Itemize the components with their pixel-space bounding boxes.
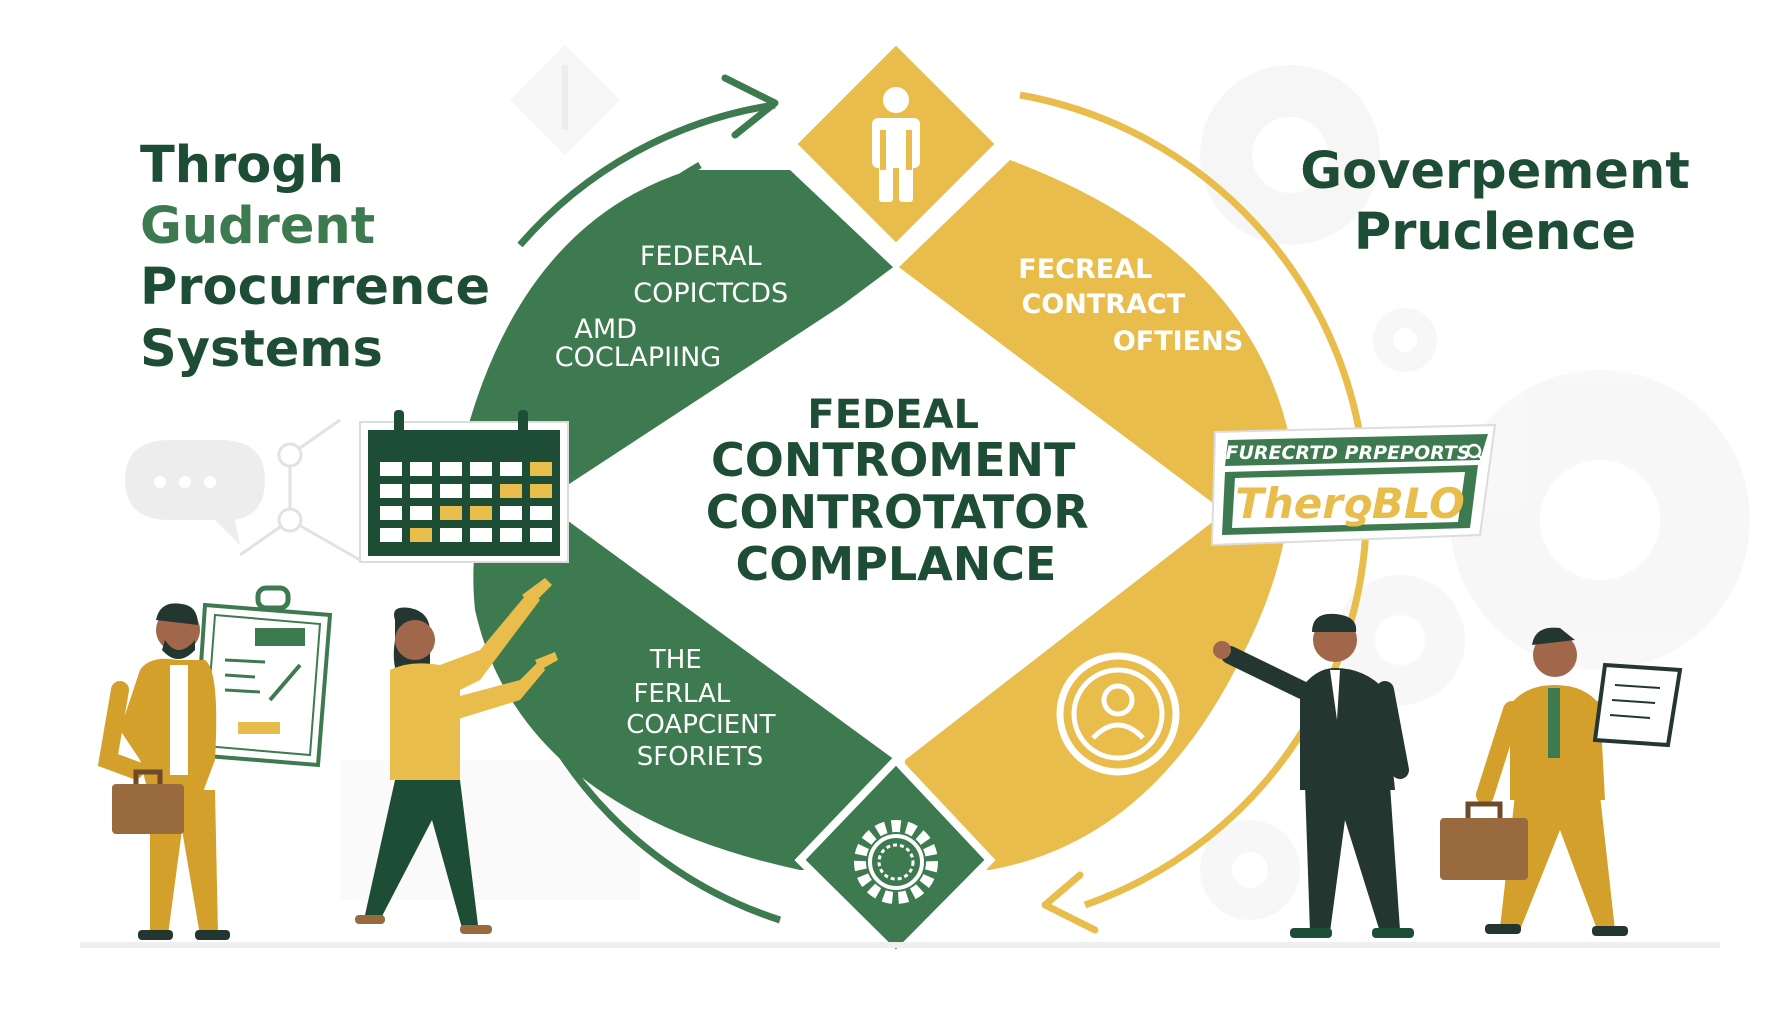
calendar-cell (410, 506, 432, 520)
person-man-tablet (1440, 627, 1683, 936)
calendar-cell (380, 506, 402, 520)
background-gear-icon (1335, 575, 1465, 705)
signboard (1210, 423, 1497, 547)
briefcase-icon (1440, 801, 1528, 880)
calendar-cell (470, 528, 492, 542)
sign-top-text: FURECRTD PRPEPORTS (1225, 442, 1470, 464)
calendar-cell (500, 484, 522, 498)
calendar-cell (470, 484, 492, 498)
calendar-cell (530, 506, 552, 520)
tablet-icon (1592, 662, 1683, 748)
calendar-cell (530, 528, 552, 542)
search-icon (1466, 443, 1484, 461)
bottom-diamond (794, 754, 996, 961)
calendar-cell (440, 484, 462, 498)
network-icon (239, 418, 361, 562)
user-circle-icon (1056, 652, 1180, 776)
sign-bottom-text: TherƍBLO (1235, 479, 1465, 528)
background-decorations (340, 45, 1750, 920)
calendar-cell (410, 528, 432, 542)
person-man-mustard (97, 585, 333, 940)
segment-top-right-text: FECREAL CONTRACT OFTIENS (1018, 254, 1243, 357)
left-title-line: Systems (140, 319, 383, 379)
center-diamond (565, 265, 1225, 760)
left-title-line: Gudrent (140, 197, 376, 257)
background-gear-icon (1200, 820, 1300, 920)
person-man-suit (1213, 613, 1414, 938)
segment-bottom-left (473, 515, 900, 870)
center-title: FEDEAL CONTROMENT CONTROTATOR COMPLANCE (706, 392, 1095, 591)
background-gear-icon (1200, 65, 1380, 245)
calendar-cell (470, 506, 492, 520)
left-title: Throgh Gudrent Procurrence Systems (140, 135, 490, 380)
briefcase-icon (112, 769, 184, 834)
left-title-line: Throgh (140, 136, 345, 195)
right-title: Goverpement Pruclence (1280, 141, 1710, 263)
background-gear-icon (1373, 308, 1437, 372)
segment-bottom-left-text: THE FERLAL COAPCIENT SFORIETS (626, 645, 783, 772)
arrowhead-yellow (1041, 871, 1099, 934)
gear-icon (854, 820, 938, 904)
calendar-icon (359, 410, 569, 563)
segment-top-left (465, 170, 896, 490)
calendar-cell (500, 462, 522, 476)
calendar-cell (500, 528, 522, 542)
calendar-cell (470, 462, 492, 476)
calendar-cell (410, 462, 432, 476)
background-gear-icon (1450, 370, 1750, 670)
segment-top-right (896, 160, 1292, 505)
person-woman (355, 578, 558, 934)
top-diamond (786, 34, 1006, 254)
right-title-line: Goverpement (1300, 142, 1690, 201)
calendar-cell (440, 462, 462, 476)
left-title-line: Procurrence (140, 258, 491, 318)
calendar-cell (440, 506, 462, 520)
calendar-cell (380, 484, 402, 498)
calendar-cell (410, 484, 432, 498)
segment-top-left-text: FEDERAL COPICTCDS AMD COCLAPIING (555, 241, 797, 373)
calendar-cell (440, 528, 462, 542)
arrowhead-green (721, 74, 779, 139)
right-title-line: Pruclence (1353, 203, 1637, 263)
chat-bubble-icon (125, 440, 265, 545)
calendar-cell (530, 462, 552, 476)
segment-bottom-right (900, 520, 1285, 870)
cycle-arrow-green-top (517, 101, 776, 248)
calendar-cell (380, 462, 402, 476)
calendar-cell (530, 484, 552, 498)
calendar-cell (500, 506, 522, 520)
calendar-cell (380, 528, 402, 542)
